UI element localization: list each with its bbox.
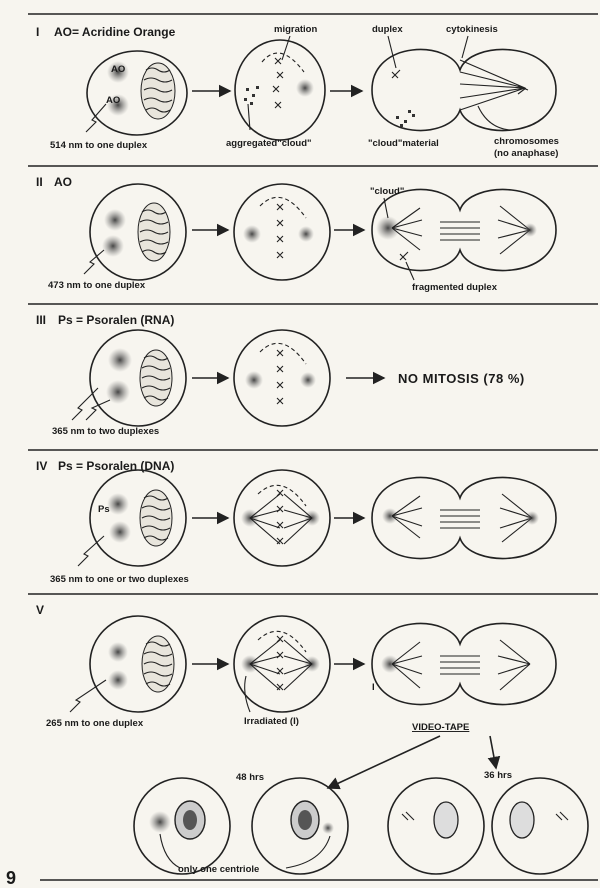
dose-label: 265 nm to one duplex [46,718,144,729]
nucleus [138,203,170,261]
chromosomes [277,350,283,404]
centrosome-blob [381,655,399,673]
centrosome-blob [107,493,129,515]
hrs36-label: 36 hrs [484,770,512,781]
dose-label: 473 nm to one duplex [48,280,146,291]
spindle-left [392,208,422,250]
section-4: IV Ps = Psoralen (DNA) Ps 365 nm to one … [36,459,556,585]
spindle [460,60,525,110]
centrosome-blob [525,511,539,525]
migration-path [260,197,306,218]
section-numeral: IV [36,459,47,473]
section-title: AO [54,175,72,189]
midbody [440,510,480,528]
cloud-material-label: "cloud"material [368,138,439,149]
no-mitosis-label: NO MITOSIS (78 %) [398,371,525,386]
spindle-left [392,642,422,688]
dose-label: 365 nm to one or two duplexes [50,574,189,585]
dose-label: 514 nm to one duplex [50,140,148,151]
section-numeral: II [36,175,43,189]
centrosome-blob [300,372,316,388]
nucleus [141,63,175,119]
section-1: I AO= Acridine Orange AO AO 514 nm to on… [36,24,559,159]
cloud-fragments [244,86,259,105]
section-2: II AO 473 nm to one duplex "cloud" fragm… [36,175,556,293]
section-numeral: I [36,25,39,39]
nucleus [434,802,458,838]
spindle-right [498,640,530,690]
fragmented-label: fragmented duplex [412,282,498,293]
nucleus [142,636,174,692]
leader-line [245,676,250,712]
section-5: V 265 nm to one duplex Irradiated (I) I … [36,603,588,875]
hrs48-label: 48 hrs [236,772,264,783]
aggregated-label: aggregated"cloud" [226,138,312,149]
arrow-36h [490,736,496,768]
fragment-mark [400,252,408,260]
centrosome-blob [102,235,124,257]
ao-label: AO [106,95,120,106]
leader-line [462,36,468,58]
nucleus [510,802,534,838]
video-tape-label: VIDEO-TAPE [412,722,469,733]
laser-pointer [78,536,104,566]
cloud-blob [376,216,400,240]
migration-label: migration [274,24,317,35]
ao-label: AO [111,64,125,75]
chromosomes [277,636,283,690]
centriole-label: only one centriole [178,864,259,875]
centriole-blob [149,811,171,833]
daughter-cell [492,778,588,874]
dose-label: 365 nm to two duplexes [52,426,159,437]
section-numeral: III [36,313,46,327]
ps-label: Ps [98,504,110,515]
centrosome-blob [108,642,128,662]
duplex-label: duplex [372,24,403,35]
centrosome-blob [243,225,261,243]
chromosomes-label: chromosomes [494,136,559,147]
cloud-label: "cloud" [370,186,404,197]
spindle-left [392,496,422,538]
chromosomes [273,58,283,108]
leader-line [406,262,414,280]
leader-line [478,106,510,130]
i-mark-label: I [372,682,375,693]
section-numeral: V [36,603,44,617]
nucleolus [298,810,312,830]
cytokinesis-label: cytokinesis [446,24,498,35]
centrosome-blob [298,226,314,242]
centrosome-blob [108,348,132,372]
leader-line [388,36,396,68]
midbody [440,656,480,674]
centrosome-blob [382,508,398,524]
section-title: Ps = Psoralen (RNA) [58,313,174,327]
laser-pointer [70,680,106,712]
figure-number: 9 [6,868,16,888]
centrosome-blob [108,670,128,690]
nucleus [140,350,172,406]
nucleus [140,490,172,546]
centrosome-mark [402,812,414,820]
midbody [440,222,480,240]
centrosome-blob [245,371,263,389]
irradiated-label: Irradiated (I) [244,716,299,727]
centriole-blob [322,822,334,834]
chromosomes [277,490,283,544]
chromosomes [277,204,283,258]
laser-pointer [72,388,110,420]
centrosome-mark [556,812,568,820]
nucleolus [183,810,197,830]
no-anaphase-label: (no anaphase) [494,148,558,159]
centrosome-blob [523,223,537,237]
cloud-material [396,110,415,127]
centrosome-blob [104,209,126,231]
section-title: AO= Acridine Orange [54,25,176,39]
section-3: III Ps = Psoralen (RNA) 365 nm to two du… [36,313,525,437]
duplex-mark [392,70,400,78]
centrosome-blob [109,521,131,543]
migration-path [260,343,306,364]
centrosome-blob [296,79,314,97]
section-title: Ps = Psoralen (DNA) [58,459,174,473]
